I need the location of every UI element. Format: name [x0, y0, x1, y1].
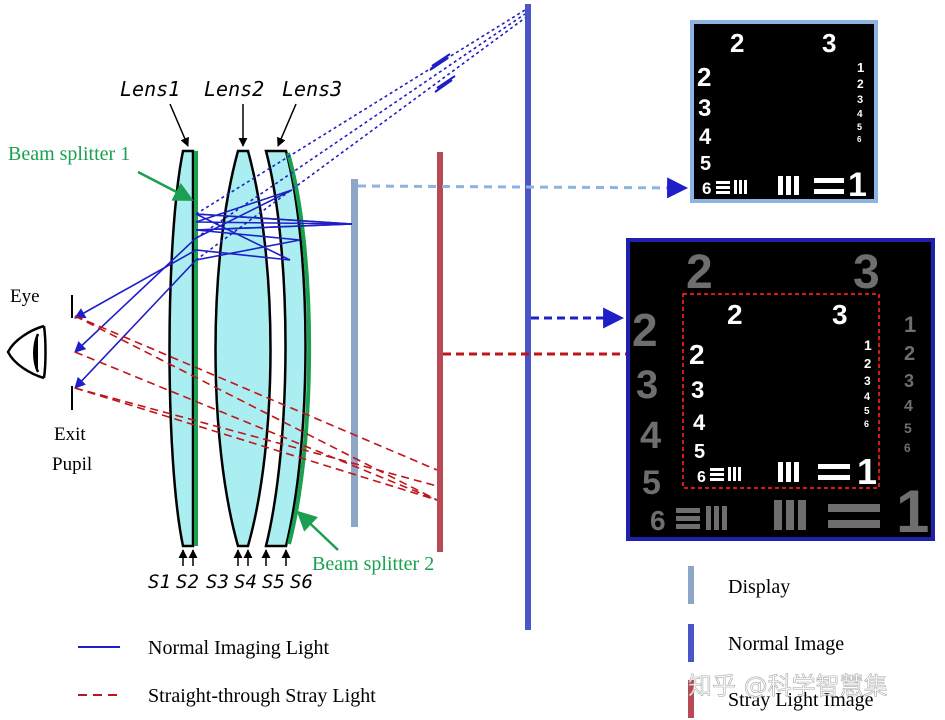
- legend-normal-image-swatch: [688, 624, 694, 662]
- legend-stray-image-label: Stray Light Image: [728, 689, 874, 711]
- lens-1: [168, 149, 195, 548]
- beam-splitter-2-line: [286, 152, 312, 545]
- normal-image-plane: [525, 4, 531, 630]
- stray-image-plane: [437, 152, 443, 552]
- normal-bottom-1: 1: [896, 478, 929, 545]
- stray-right-6: 6: [864, 419, 869, 429]
- combined-image-panel: 2 3 2 3 4 5 6 1 2 3 4 5 6 1 2 3 2 3: [626, 238, 935, 545]
- stray-region-outline: [682, 293, 880, 489]
- lens-3-label: Lens3: [282, 77, 342, 101]
- display-right-3: 3: [857, 94, 863, 106]
- break-marks: [429, 53, 456, 93]
- legend-stray-image-swatch: [688, 680, 694, 718]
- legend-display-swatch: [688, 566, 694, 604]
- beam-splitter-1-label: Beam splitter 1: [8, 143, 130, 165]
- display-bottom-1: 1: [848, 166, 867, 204]
- normal-left-2: 2: [632, 304, 658, 356]
- display-plane: [351, 179, 358, 527]
- stray-left-3: 3: [691, 377, 704, 404]
- display-right-4: 4: [857, 109, 863, 120]
- exit-pupil-label-1: Exit: [54, 424, 86, 445]
- display-right-5: 5: [857, 122, 862, 132]
- surface-label-s2: S2: [176, 571, 199, 593]
- stray-left-6: 6: [697, 469, 706, 486]
- normal-right-2: 2: [904, 343, 915, 365]
- display-right-2: 2: [857, 77, 864, 91]
- beam-splitter-2-label: Beam splitter 2: [312, 553, 434, 575]
- legend-display-label: Display: [728, 576, 790, 598]
- eye-icon: [6, 324, 47, 380]
- normal-left-6: 6: [650, 505, 666, 536]
- normal-top-3: 3: [853, 246, 880, 299]
- display-right-6: 6: [857, 135, 862, 144]
- stray-right-4: 4: [864, 391, 871, 403]
- normal-light-rays: [74, 189, 353, 389]
- display-top-2: 2: [730, 28, 744, 58]
- stray-left-2: 2: [689, 339, 705, 370]
- stray-light-rays: [74, 315, 438, 501]
- stray-right-3: 3: [864, 374, 871, 388]
- stray-top-2: 2: [727, 299, 743, 330]
- surface-label-s6: S6: [290, 571, 313, 593]
- display-left-3: 3: [698, 95, 711, 122]
- normal-left-5: 5: [642, 464, 661, 502]
- display-right-1: 1: [857, 60, 864, 75]
- normal-right-6: 6: [904, 441, 911, 455]
- display-left-4: 4: [699, 124, 712, 149]
- normal-right-5: 5: [904, 420, 912, 436]
- virtual-rays: [195, 9, 526, 261]
- lens-1-label: Lens1: [120, 77, 180, 101]
- normal-right-3: 3: [904, 371, 914, 391]
- stray-bottom-1: 1: [857, 451, 877, 492]
- surface-labels: S1 S2 S3 S4 S5 S6: [148, 571, 313, 593]
- surface-label-s5: S5: [262, 571, 285, 593]
- legend-stray-label: Straight-through Stray Light: [148, 685, 376, 707]
- watermark: 知乎 @科学智慧集: [688, 672, 888, 700]
- stray-left-5: 5: [694, 441, 705, 463]
- stray-left-4: 4: [693, 410, 706, 435]
- display-left-5: 5: [700, 153, 711, 175]
- display-image-panel: 2 3 2 3 4 5 6 1 2 3 4 5 6 1: [690, 20, 878, 204]
- normal-left-4: 4: [640, 415, 661, 457]
- normal-left-3: 3: [636, 363, 658, 407]
- stray-right-1: 1: [864, 337, 872, 353]
- exit-pupil-label-2: Pupil: [52, 454, 92, 475]
- legend-normal-label: Normal Imaging Light: [148, 637, 330, 659]
- normal-top-2: 2: [686, 246, 713, 299]
- beam-splitter-2-pointer: [296, 510, 339, 551]
- beam-splitter-1-pointer: [137, 170, 194, 202]
- label-arrows: [169, 103, 297, 566]
- lens-2-label: Lens2: [204, 77, 264, 101]
- surface-label-s3: S3: [206, 571, 229, 593]
- surface-label-s4: S4: [234, 571, 257, 593]
- legend-normal-image-label: Normal Image: [728, 633, 844, 655]
- stray-right-5: 5: [864, 406, 870, 417]
- stray-top-3: 3: [832, 299, 848, 330]
- normal-right-4: 4: [904, 398, 913, 415]
- lens-2: [214, 149, 272, 548]
- display-left-2: 2: [697, 62, 711, 92]
- eye-label: Eye: [10, 286, 40, 307]
- normal-right-1: 1: [904, 312, 916, 337]
- stray-right-2: 2: [864, 356, 871, 371]
- display-top-3: 3: [822, 28, 836, 58]
- surface-label-s1: S1: [148, 571, 171, 593]
- display-left-6: 6: [702, 179, 711, 198]
- display-connector: [357, 177, 689, 199]
